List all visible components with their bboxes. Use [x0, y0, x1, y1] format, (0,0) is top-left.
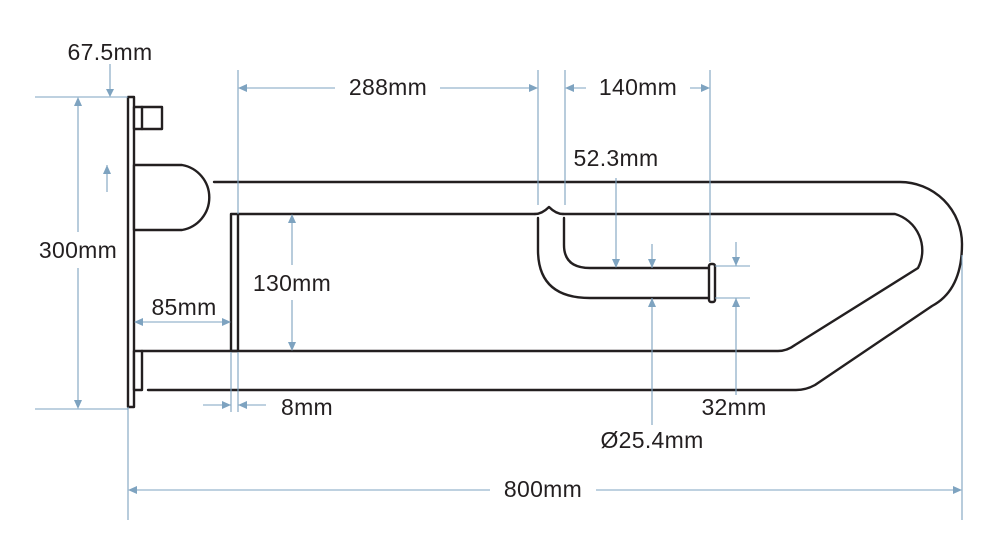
hinge-gap-label: 8mm — [281, 394, 333, 420]
tube-diameter-label: Ø25.4mm — [600, 427, 703, 453]
flange-diameter-label: 32mm — [701, 394, 766, 420]
pivot-housing — [132, 163, 211, 232]
holder-length-label: 140mm — [599, 74, 677, 100]
upper-bar-outer — [146, 180, 964, 392]
hook-notch — [533, 205, 565, 216]
hook-offset-label: 288mm — [349, 74, 427, 100]
upper-bar-inner — [236, 212, 924, 353]
grab-bar-outline — [126, 95, 964, 409]
wall-plate — [126, 95, 136, 409]
plate-projection-label: 67.5mm — [68, 39, 153, 65]
support-offset-label: 85mm — [151, 294, 216, 320]
hinge-stub — [132, 105, 164, 131]
plate-height-label: 300mm — [39, 237, 117, 263]
support-strut — [229, 212, 240, 353]
hook-drop-label: 52.3mm — [574, 145, 659, 171]
holder-end-flange — [707, 262, 717, 304]
overall-length-label: 800mm — [504, 476, 582, 502]
bar-gap-label: 130mm — [253, 270, 331, 296]
paper-holder-hook — [536, 216, 712, 300]
lower-end-cap — [132, 349, 144, 392]
dimension-lines — [35, 64, 963, 520]
